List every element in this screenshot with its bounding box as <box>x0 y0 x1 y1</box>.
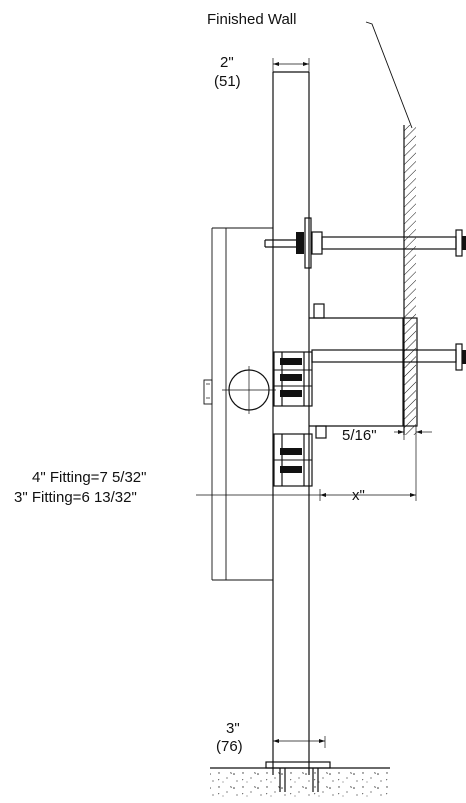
lower-anchor-rod <box>311 343 466 371</box>
center-bracket <box>309 303 418 439</box>
x-dimension-label: x" <box>352 487 365 504</box>
finished-wall-label: Finished Wall <box>207 11 296 28</box>
lower-bolt-block <box>273 433 313 487</box>
wall-gap-label: 5/16" <box>342 427 377 444</box>
bottom-dimension <box>272 736 326 748</box>
upper-anchor-rod <box>264 217 466 269</box>
fixture-outline <box>203 227 273 581</box>
wall-gap-dimension <box>394 426 432 440</box>
bottom-dim-inches: 3" <box>226 720 240 737</box>
fitting-3in-label: 3" Fitting=6 13/32" <box>14 489 137 506</box>
outlet-circle <box>222 366 276 414</box>
bottom-dim-mm: (76) <box>216 738 243 755</box>
foot-and-floor <box>210 761 390 800</box>
top-dim-inches: 2" <box>220 54 234 71</box>
fitting-4in-label: 4" Fitting=7 5/32" <box>32 469 146 486</box>
fitting-dimension <box>196 440 417 501</box>
finished-wall <box>403 125 416 435</box>
upper-bolt-block <box>273 351 313 407</box>
carrier-upright <box>272 71 310 775</box>
finished-wall-leader <box>365 21 413 129</box>
top-dim-mm: (51) <box>214 73 241 90</box>
top-dimension <box>272 58 310 72</box>
